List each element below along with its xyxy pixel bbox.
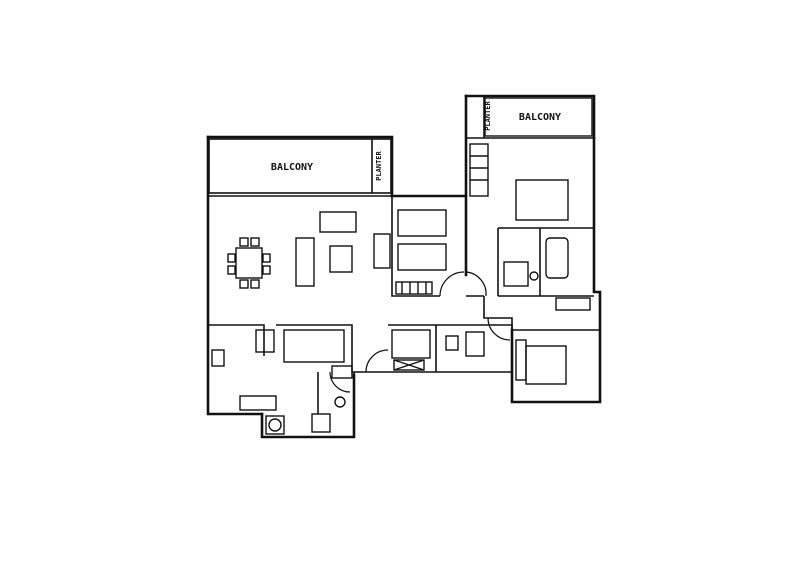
door-service <box>329 371 351 393</box>
wardrobe-bedroom-3 <box>395 281 433 295</box>
common-bath-furniture <box>391 329 485 371</box>
coffee-table <box>329 245 353 273</box>
balcony-main-label: BALCONY <box>271 162 313 173</box>
oven <box>211 349 225 367</box>
washer <box>265 415 285 435</box>
bed-single-1 <box>397 209 447 237</box>
shower <box>503 261 529 287</box>
wardrobe-bedroom-2 <box>555 297 591 311</box>
door-common-bath <box>365 349 389 373</box>
balcony-main-area <box>208 138 392 194</box>
outer-walls <box>206 94 602 439</box>
sofa <box>295 237 315 287</box>
kitchen-counter <box>239 395 277 411</box>
cabinet-common <box>393 359 425 371</box>
bathtub <box>545 237 569 279</box>
doors <box>329 271 511 393</box>
master-bed <box>515 179 569 221</box>
kitchen-furniture <box>211 329 353 435</box>
master-bedroom-furniture <box>469 143 569 287</box>
toilet-common <box>445 335 459 351</box>
living-set <box>295 211 357 287</box>
interior-walls <box>208 96 600 437</box>
shower-common <box>465 331 485 357</box>
dining-table <box>235 247 263 279</box>
dryer <box>311 413 331 433</box>
balcony-master-label-group: BALCONY PLANTER <box>484 97 593 137</box>
basin-service <box>331 365 353 379</box>
armchair <box>319 211 357 233</box>
bed-bedroom-2 <box>525 345 567 385</box>
vanity-common <box>391 329 431 359</box>
door-bedroom-2 <box>487 317 511 341</box>
planter-master-label: PLANTER <box>484 100 492 130</box>
bedroom-2-furniture <box>515 297 591 385</box>
fridge <box>255 329 275 353</box>
door-bedroom-3 <box>439 271 465 297</box>
balcony-master-label: BALCONY <box>519 112 561 123</box>
balcony-main-label-group: BALCONY PLANTER <box>271 150 383 180</box>
planter-main-label: PLANTER <box>375 150 383 180</box>
bedroom-3-furniture <box>373 209 447 295</box>
side-cabinet <box>515 339 527 381</box>
balcony-master-area <box>484 97 593 137</box>
wardrobe-master <box>469 143 489 197</box>
toilet-service <box>334 396 346 408</box>
dining-set <box>227 237 271 289</box>
desk <box>373 233 391 269</box>
bed-single-2 <box>397 243 447 271</box>
door-master <box>465 271 487 297</box>
kitchen-island <box>283 329 345 363</box>
toilet-master <box>529 271 539 281</box>
